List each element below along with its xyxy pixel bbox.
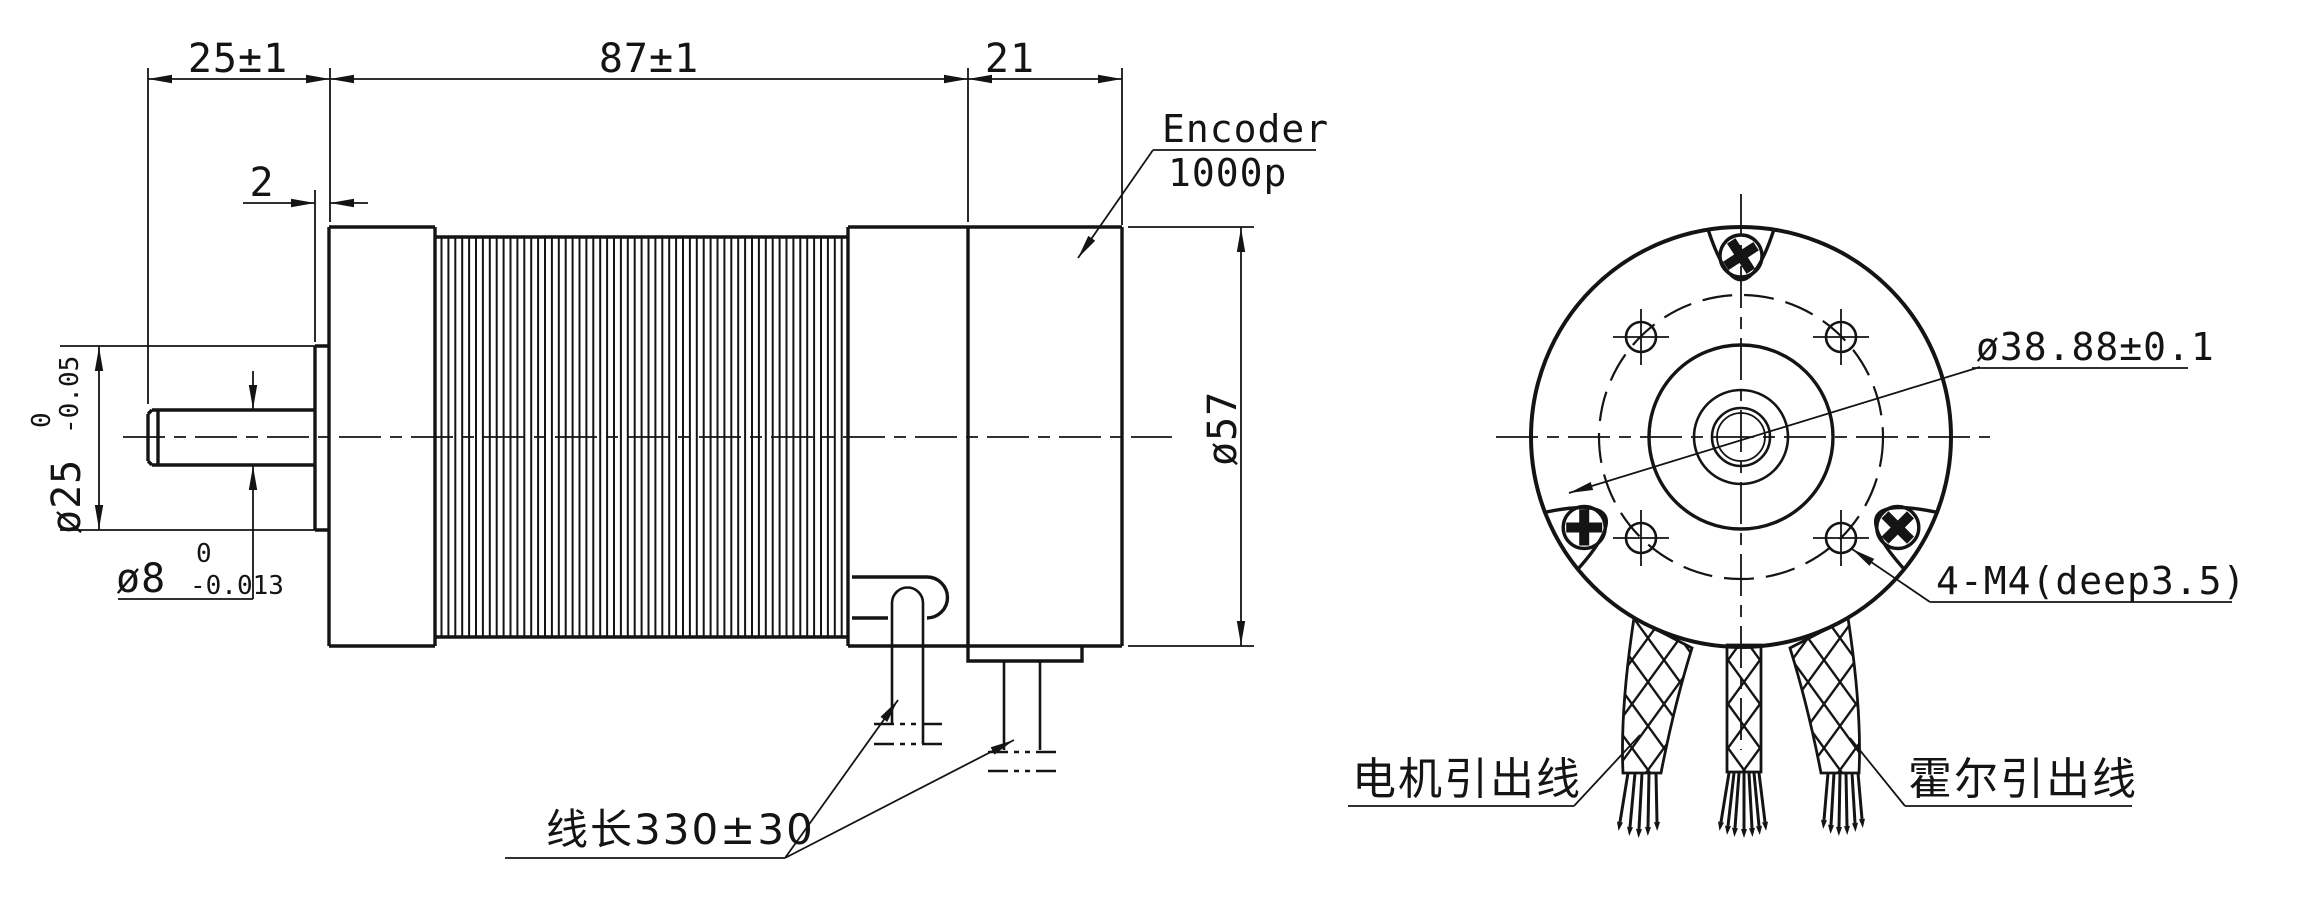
dim-bolt-circle-text: ø38.88±0.1 <box>1976 325 2215 369</box>
dim-shaft-diameter: ø8 0 -0.013 <box>116 371 284 602</box>
dim-boss-step: 2 <box>243 160 368 342</box>
dim-body-length-text: 87±1 <box>599 36 699 82</box>
dim-shaft-diameter-text: ø8 <box>116 556 166 602</box>
wire-strands <box>1617 772 1865 838</box>
dim-body-diameter-text: ø57 <box>1200 391 1246 466</box>
motor-leads-text: 电机引出线 <box>1352 754 1582 805</box>
dim-shaft-length-text: 25±1 <box>188 36 288 82</box>
rear-and-encoder-outline <box>848 225 1124 648</box>
pilot-boss-outline <box>313 344 329 532</box>
dim-boss-diameter-text: ø25 <box>44 459 90 534</box>
lead-cables <box>1617 615 1865 838</box>
front-view: ø38.88±0.1 4-M4(deep3.5) 电机引出线 霍尔引出线 <box>1348 194 2246 838</box>
cable-1 <box>890 586 925 744</box>
dim-shaft-length: 25±1 <box>147 36 331 404</box>
cable-sleeve-center <box>1725 643 1763 774</box>
dim-bolt-circle: ø38.88±0.1 <box>1568 325 2215 494</box>
motor-leads-callout: 电机引出线 <box>1348 734 1641 807</box>
front-bell-outline <box>327 225 437 648</box>
cable-gland-plate <box>966 646 1084 663</box>
hall-leads-text: 霍尔引出线 <box>1908 754 2138 805</box>
wire-length-text: 线长330±30 <box>546 805 815 854</box>
dim-body-diameter: ø57 <box>1128 226 1254 647</box>
dim-boss-diameter-tol-lower: -0.05 <box>55 356 85 434</box>
encoder-callout: Encoder 1000p <box>1077 107 1329 259</box>
cooling-fins <box>440 237 843 637</box>
wire-length-callout: 线长330±30 <box>505 699 1015 859</box>
shaft-outline <box>146 408 315 467</box>
mounting-holes <box>1613 309 1869 566</box>
cable-2 <box>1002 661 1042 750</box>
dim-encoder-length: 21 <box>968 36 1123 225</box>
side-view: 25±1 87±1 21 2 ø25 0 -0.05 ø <box>27 36 1329 859</box>
dim-boss-diameter: ø25 0 -0.05 <box>27 345 316 534</box>
mount-holes-text: 4-M4(deep3.5) <box>1936 559 2246 603</box>
dim-shaft-diameter-tol-lower: -0.013 <box>190 571 284 601</box>
dim-shaft-diameter-tol-upper: 0 <box>196 539 212 569</box>
dim-boss-diameter-tol-upper: 0 <box>27 412 57 428</box>
encoder-callout-line1: Encoder <box>1162 107 1329 151</box>
dim-body-length: 87±1 <box>330 36 969 222</box>
dim-encoder-length-text: 21 <box>985 36 1035 82</box>
dim-boss-step-text: 2 <box>249 160 274 206</box>
hall-leads-callout: 霍尔引出线 <box>1849 737 2138 807</box>
encoder-callout-line2: 1000p <box>1168 151 1287 195</box>
dimension-arrowheads <box>94 74 1875 755</box>
cable-fitting <box>852 575 950 620</box>
